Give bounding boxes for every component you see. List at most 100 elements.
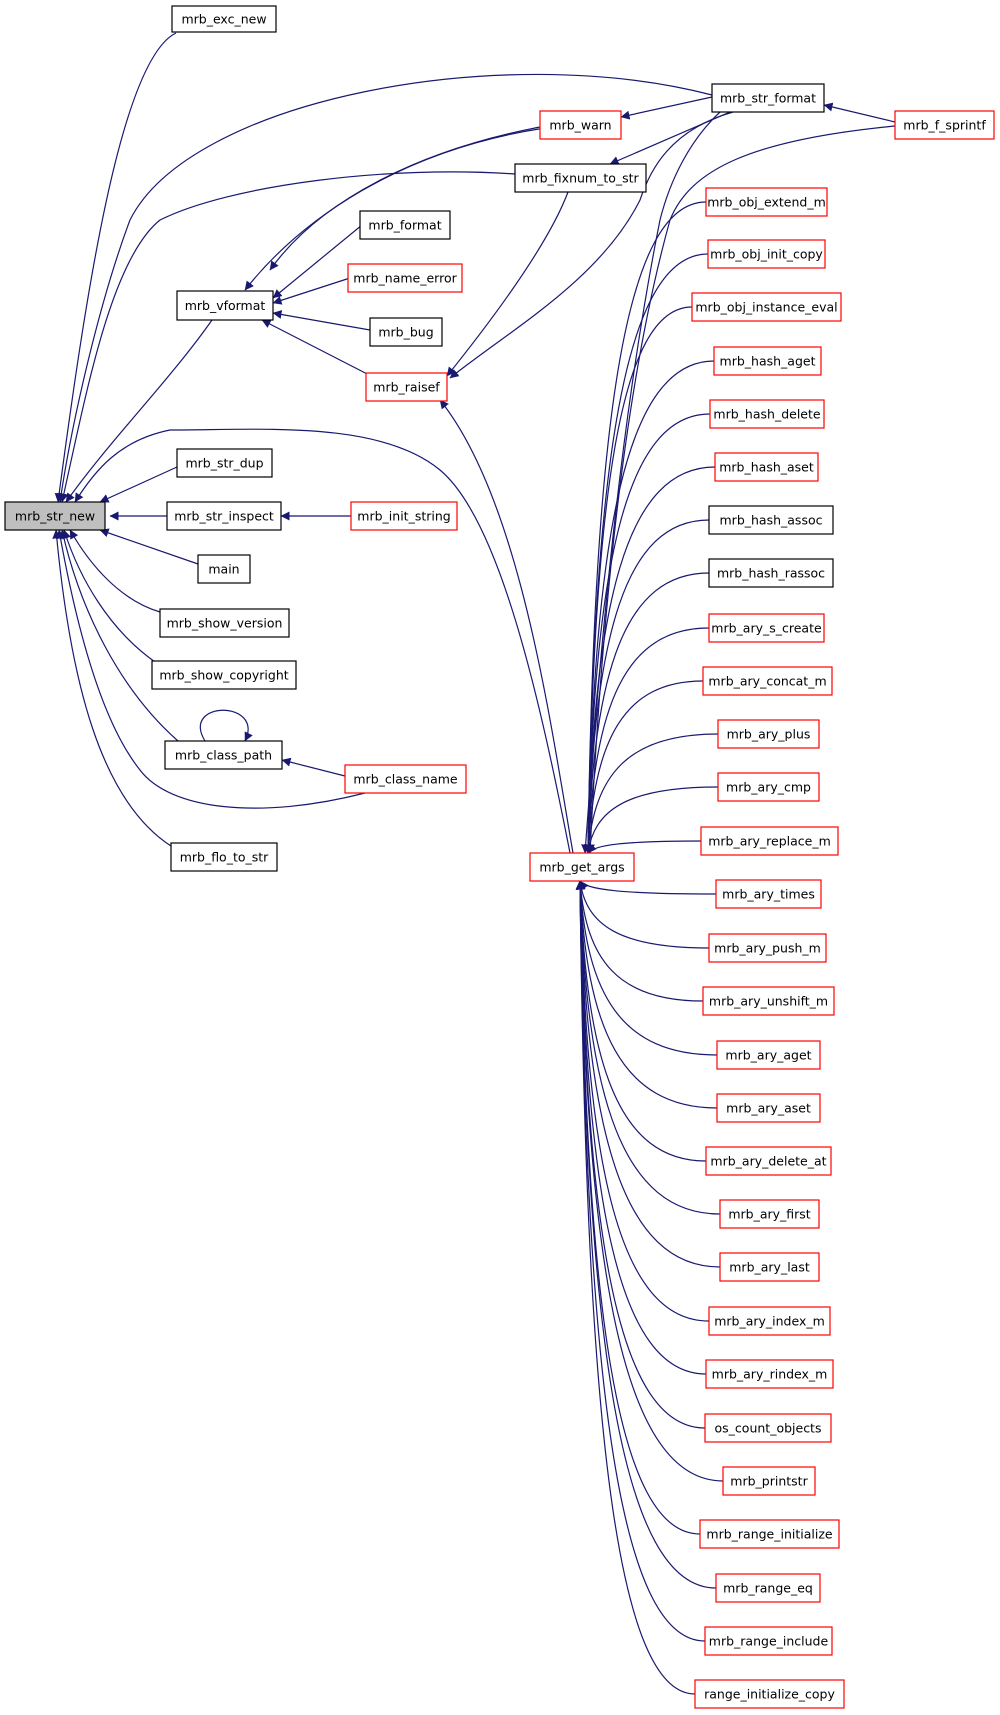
node-box[interactable] bbox=[715, 879, 822, 909]
node-box[interactable] bbox=[708, 1306, 831, 1336]
node-box[interactable] bbox=[365, 372, 448, 402]
node-mrb_ary_delete_at[interactable]: mrb_ary_delete_at bbox=[705, 1146, 832, 1176]
node-box[interactable] bbox=[166, 501, 282, 531]
node-box[interactable] bbox=[702, 666, 833, 696]
node-mrb_get_args[interactable]: mrb_get_args bbox=[529, 852, 635, 882]
node-box[interactable] bbox=[709, 399, 825, 429]
node-mrb_f_sprintf[interactable]: mrb_f_sprintf bbox=[894, 110, 995, 140]
node-box[interactable] bbox=[699, 1519, 840, 1549]
node-mrb_raisef[interactable]: mrb_raisef bbox=[365, 372, 448, 402]
node-mrb_str_format[interactable]: mrb_str_format bbox=[711, 83, 825, 113]
node-mrb_str_new[interactable]: mrb_str_new bbox=[4, 501, 106, 531]
node-mrb_range_eq[interactable]: mrb_range_eq bbox=[715, 1573, 821, 1603]
node-mrb_ary_concat_m[interactable]: mrb_ary_concat_m bbox=[702, 666, 833, 696]
node-box[interactable] bbox=[704, 1413, 832, 1443]
node-box[interactable] bbox=[369, 317, 443, 347]
node-mrb_ary_first[interactable]: mrb_ary_first bbox=[719, 1199, 820, 1229]
node-mrb_range_initialize[interactable]: mrb_range_initialize bbox=[699, 1519, 840, 1549]
node-box[interactable] bbox=[708, 933, 827, 963]
node-os_count_objects[interactable]: os_count_objects bbox=[704, 1413, 832, 1443]
node-mrb_ary_replace_m[interactable]: mrb_ary_replace_m bbox=[700, 826, 839, 856]
node-box[interactable] bbox=[715, 1573, 821, 1603]
node-box[interactable] bbox=[176, 290, 274, 321]
node-box[interactable] bbox=[717, 719, 820, 749]
node-mrb_show_version[interactable]: mrb_show_version bbox=[159, 608, 290, 638]
node-mrb_str_inspect[interactable]: mrb_str_inspect bbox=[166, 501, 282, 531]
node-mrb_hash_rassoc[interactable]: mrb_hash_rassoc bbox=[708, 558, 834, 588]
node-mrb_hash_aset[interactable]: mrb_hash_aset bbox=[714, 452, 819, 482]
node-box[interactable] bbox=[197, 554, 251, 584]
node-box[interactable] bbox=[704, 1626, 833, 1656]
node-box[interactable] bbox=[722, 1466, 816, 1496]
node-box[interactable] bbox=[702, 986, 835, 1016]
node-mrb_flo_to_str[interactable]: mrb_flo_to_str bbox=[170, 842, 278, 872]
node-mrb_ary_cmp[interactable]: mrb_ary_cmp bbox=[717, 772, 820, 802]
node-mrb_hash_assoc[interactable]: mrb_hash_assoc bbox=[708, 505, 834, 535]
node-box[interactable] bbox=[711, 83, 825, 113]
node-mrb_ary_s_create[interactable]: mrb_ary_s_create bbox=[708, 613, 825, 643]
node-mrb_range_include[interactable]: mrb_range_include bbox=[704, 1626, 833, 1656]
node-mrb_ary_aget[interactable]: mrb_ary_aget bbox=[716, 1040, 821, 1070]
node-box[interactable] bbox=[170, 842, 278, 872]
node-box[interactable] bbox=[705, 187, 828, 217]
node-mrb_warn[interactable]: mrb_warn bbox=[539, 110, 622, 140]
node-mrb_ary_unshift_m[interactable]: mrb_ary_unshift_m bbox=[702, 986, 835, 1016]
node-box[interactable] bbox=[714, 452, 819, 482]
node-mrb_printstr[interactable]: mrb_printstr bbox=[722, 1466, 816, 1496]
node-mrb_show_copyright[interactable]: mrb_show_copyright bbox=[151, 660, 297, 690]
node-mrb_name_error[interactable]: mrb_name_error bbox=[347, 263, 463, 293]
node-mrb_init_string[interactable]: mrb_init_string bbox=[350, 501, 458, 531]
node-mrb_obj_extend_m[interactable]: mrb_obj_extend_m bbox=[705, 187, 828, 217]
node-mrb_class_name[interactable]: mrb_class_name bbox=[344, 764, 467, 794]
node-box[interactable] bbox=[151, 660, 297, 690]
node-box[interactable] bbox=[171, 5, 277, 33]
node-mrb_ary_push_m[interactable]: mrb_ary_push_m bbox=[708, 933, 827, 963]
node-box[interactable] bbox=[700, 826, 839, 856]
node-mrb_ary_last[interactable]: mrb_ary_last bbox=[719, 1252, 820, 1282]
node-box[interactable] bbox=[708, 505, 834, 535]
node-box[interactable] bbox=[705, 1146, 832, 1176]
node-range_initialize_copy[interactable]: range_initialize_copy bbox=[694, 1679, 845, 1709]
node-mrb_fixnum_to_str[interactable]: mrb_fixnum_to_str bbox=[514, 163, 647, 193]
node-mrb_obj_init_copy[interactable]: mrb_obj_init_copy bbox=[707, 239, 826, 269]
node-box[interactable] bbox=[159, 608, 290, 638]
node-box[interactable] bbox=[694, 1679, 845, 1709]
node-box[interactable] bbox=[164, 740, 283, 770]
node-mrb_obj_instance_eval[interactable]: mrb_obj_instance_eval bbox=[691, 292, 842, 322]
node-box[interactable] bbox=[705, 1359, 834, 1389]
node-mrb_exc_new[interactable]: mrb_exc_new bbox=[171, 5, 277, 33]
node-box[interactable] bbox=[347, 263, 463, 293]
node-mrb_ary_rindex_m[interactable]: mrb_ary_rindex_m bbox=[705, 1359, 834, 1389]
node-mrb_ary_aset[interactable]: mrb_ary_aset bbox=[716, 1093, 821, 1123]
node-box[interactable] bbox=[707, 239, 826, 269]
node-box[interactable] bbox=[713, 346, 822, 376]
node-box[interactable] bbox=[344, 764, 467, 794]
node-mrb_str_dup[interactable]: mrb_str_dup bbox=[176, 448, 273, 478]
node-mrb_ary_times[interactable]: mrb_ary_times bbox=[715, 879, 822, 909]
node-box[interactable] bbox=[716, 1093, 821, 1123]
node-box[interactable] bbox=[691, 292, 842, 322]
node-box[interactable] bbox=[708, 613, 825, 643]
node-mrb_ary_plus[interactable]: mrb_ary_plus bbox=[717, 719, 820, 749]
node-box[interactable] bbox=[539, 110, 622, 140]
node-mrb_class_path[interactable]: mrb_class_path bbox=[164, 740, 283, 770]
node-mrb_ary_index_m[interactable]: mrb_ary_index_m bbox=[708, 1306, 831, 1336]
node-box[interactable] bbox=[514, 163, 647, 193]
node-mrb_format[interactable]: mrb_format bbox=[359, 210, 451, 240]
node-box[interactable] bbox=[894, 110, 995, 140]
node-mrb_hash_aget[interactable]: mrb_hash_aget bbox=[713, 346, 822, 376]
node-box[interactable] bbox=[359, 210, 451, 240]
node-mrb_hash_delete[interactable]: mrb_hash_delete bbox=[709, 399, 825, 429]
node-box[interactable] bbox=[529, 852, 635, 882]
node-box[interactable] bbox=[719, 1252, 820, 1282]
node-box[interactable] bbox=[4, 501, 106, 531]
node-box[interactable] bbox=[716, 1040, 821, 1070]
node-box[interactable] bbox=[176, 448, 273, 478]
node-mrb_vformat[interactable]: mrb_vformat bbox=[176, 290, 274, 321]
node-mrb_bug[interactable]: mrb_bug bbox=[369, 317, 443, 347]
node-box[interactable] bbox=[717, 772, 820, 802]
node-box[interactable] bbox=[708, 558, 834, 588]
node-box[interactable] bbox=[719, 1199, 820, 1229]
node-box[interactable] bbox=[350, 501, 458, 531]
node-main[interactable]: main bbox=[197, 554, 251, 584]
